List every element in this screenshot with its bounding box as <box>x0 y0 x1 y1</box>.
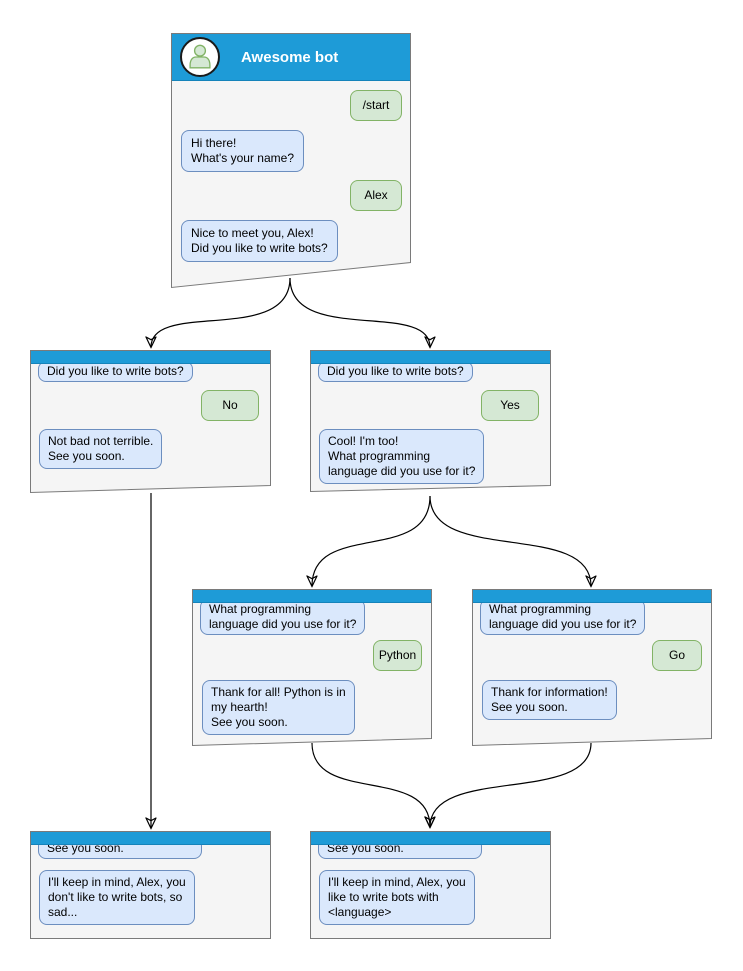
window-titlebar-strip <box>31 832 270 845</box>
bot-message-bubble[interactable]: I'll keep in mind, Alex, you like to wri… <box>319 870 475 925</box>
edge-go-to-end[interactable] <box>430 742 592 827</box>
user-message-bubble[interactable]: Go <box>652 640 702 671</box>
user-message-bubble[interactable]: Yes <box>481 390 539 421</box>
user-message-bubble[interactable]: /start <box>350 90 402 121</box>
user-message-bubble[interactable]: No <box>201 390 259 421</box>
window-titlebar-strip <box>311 351 550 364</box>
bot-message-bubble[interactable]: Nice to meet you, Alex! Did you like to … <box>181 220 338 262</box>
bot-message-bubble[interactable]: Did you like to write bots? <box>38 361 193 382</box>
window-titlebar-strip <box>193 590 431 603</box>
edge-yes-branch-to-go[interactable] <box>429 495 591 586</box>
bot-message-bubble[interactable]: Thank for information! See you soon. <box>482 680 617 720</box>
node-end-language[interactable]: See you soon. I'll keep in mind, Alex, y… <box>310 831 551 939</box>
bot-message-bubble[interactable]: What programming language did you use fo… <box>200 599 366 635</box>
edge-python-to-end[interactable] <box>311 742 430 827</box>
window-title: Awesome bot <box>241 48 339 66</box>
bot-avatar-icon <box>180 37 220 77</box>
node-lang-go[interactable]: What programming language did you use fo… <box>472 589 712 747</box>
bot-message-bubble[interactable]: Thank for all! Python is in my hearth! S… <box>202 680 355 735</box>
node-lang-python[interactable]: What programming language did you use fo… <box>192 589 432 747</box>
bot-message-bubble[interactable]: Not bad not terrible. See you soon. <box>39 429 163 469</box>
edge-yes-branch-to-python[interactable] <box>312 495 431 586</box>
user-message-bubble[interactable]: Alex <box>350 180 402 211</box>
bot-message-bubble[interactable]: Hi there! What's your name? <box>181 130 305 172</box>
user-message-bubble[interactable]: Python <box>373 640 422 671</box>
bot-message-bubble[interactable]: What programming language did you use fo… <box>480 599 646 635</box>
node-branch-no[interactable]: Did you like to write bots? No Not bad n… <box>30 350 271 494</box>
node-branch-yes[interactable]: Did you like to write bots? Yes Cool! I'… <box>310 350 551 493</box>
window-titlebar-strip <box>473 590 711 603</box>
window-titlebar-strip <box>31 351 270 364</box>
window-titlebar-strip <box>311 832 550 845</box>
node-main-chat[interactable]: Awesome bot /start Hi there! What's your… <box>171 33 411 289</box>
bot-message-bubble[interactable]: Did you like to write bots? <box>318 361 473 382</box>
node-end-no[interactable]: See you soon. I'll keep in mind, Alex, y… <box>30 831 271 939</box>
main-window-titlebar: Awesome bot <box>172 34 410 81</box>
bot-message-bubble[interactable]: Cool! I'm too! What programming language… <box>319 429 485 484</box>
bot-message-bubble[interactable]: I'll keep in mind, Alex, you don't like … <box>39 870 195 925</box>
